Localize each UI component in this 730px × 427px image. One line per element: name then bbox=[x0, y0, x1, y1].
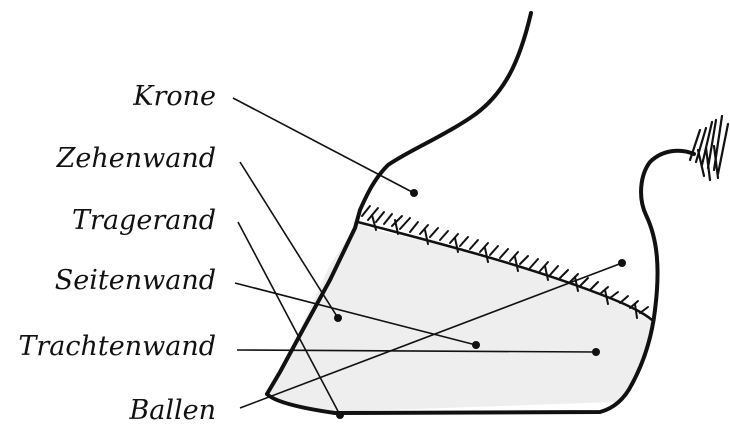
label-trachtenwand: Trachtenwand bbox=[0, 332, 216, 362]
dot-ballen bbox=[618, 259, 626, 267]
label-tragerand: Tragerand bbox=[0, 206, 216, 236]
dot-seitenwand bbox=[472, 341, 480, 349]
dot-krone bbox=[410, 189, 418, 197]
leader-zehenwand bbox=[240, 162, 338, 318]
label-zehenwand: Zehenwand bbox=[0, 144, 216, 174]
label-krone: Krone bbox=[0, 82, 216, 112]
dot-zehenwand bbox=[334, 314, 342, 322]
leader-krone bbox=[233, 98, 414, 193]
dot-tragerand bbox=[336, 411, 344, 419]
dot-trachtenwand bbox=[592, 348, 600, 356]
label-ballen: Ballen bbox=[0, 396, 216, 426]
hair-tuft-top bbox=[690, 116, 728, 180]
label-seitenwand: Seitenwand bbox=[0, 266, 216, 296]
